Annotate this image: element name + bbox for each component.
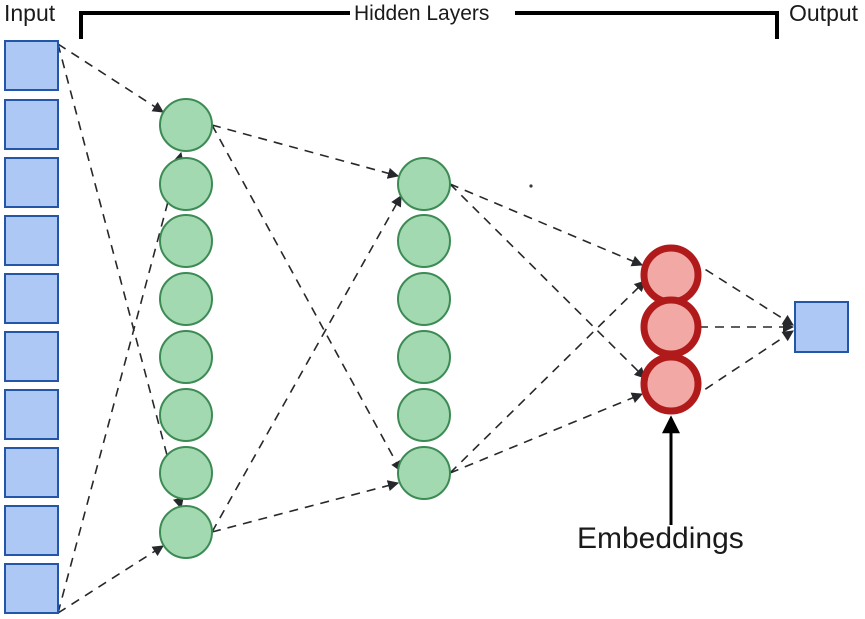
- input-layer: [4, 40, 59, 614]
- input-node[interactable]: [4, 505, 59, 556]
- input-node[interactable]: [4, 273, 59, 324]
- edge: [449, 392, 644, 474]
- edges-input-to-hidden1: [57, 43, 184, 614]
- output-layer: [794, 301, 849, 353]
- output-node[interactable]: [794, 301, 849, 353]
- input-node[interactable]: [4, 40, 59, 91]
- hidden-node[interactable]: [159, 157, 213, 211]
- hidden-layer-1: [159, 98, 213, 559]
- edge: [691, 260, 794, 326]
- bracket-right-segment: [515, 11, 779, 39]
- edge: [211, 195, 402, 533]
- hidden-node[interactable]: [159, 98, 213, 152]
- hidden-node[interactable]: [159, 330, 213, 384]
- output-layer-label: Output: [789, 0, 859, 26]
- edge: [449, 280, 646, 474]
- embedding-node[interactable]: [640, 296, 702, 358]
- embedding-node[interactable]: [640, 244, 702, 306]
- hidden-node[interactable]: [159, 388, 213, 442]
- hidden-node[interactable]: [397, 330, 451, 384]
- edges-hidden2-to-embeddings: [449, 183, 646, 474]
- input-node[interactable]: [4, 215, 59, 266]
- embedding-layer: [640, 244, 702, 415]
- embeddings-label: Embeddings: [577, 522, 744, 555]
- stray-dot-mark: [529, 184, 533, 188]
- input-node[interactable]: [4, 99, 59, 150]
- input-node[interactable]: [4, 389, 59, 440]
- edge: [57, 545, 164, 614]
- hidden-node[interactable]: [159, 446, 213, 500]
- hidden-node[interactable]: [159, 505, 213, 559]
- input-node[interactable]: [4, 563, 59, 614]
- input-node[interactable]: [4, 157, 59, 208]
- hidden-node[interactable]: [397, 214, 451, 268]
- edges-embeddings-to-output: [691, 260, 795, 399]
- edges-hidden1-to-hidden2: [211, 124, 402, 533]
- hidden-node[interactable]: [397, 157, 451, 211]
- hidden-node[interactable]: [397, 272, 451, 326]
- edge: [449, 183, 644, 267]
- edge: [211, 124, 400, 179]
- input-node[interactable]: [4, 331, 59, 382]
- edge: [57, 43, 164, 113]
- hidden-node[interactable]: [159, 272, 213, 326]
- input-layer-label: Input: [4, 0, 56, 26]
- input-node[interactable]: [4, 447, 59, 498]
- hidden-layers-label: Hidden Layers: [350, 3, 494, 24]
- embedding-node[interactable]: [640, 353, 702, 415]
- hidden-node[interactable]: [397, 388, 451, 442]
- hidden-layer-2: [397, 157, 451, 500]
- edge: [57, 43, 184, 510]
- bracket-left-segment: [79, 11, 430, 39]
- hidden-node[interactable]: [159, 214, 213, 268]
- hidden-node[interactable]: [397, 446, 451, 500]
- edge: [691, 330, 794, 399]
- edge: [211, 480, 400, 533]
- hidden-layers-bracket: [79, 11, 779, 39]
- edge: [449, 183, 646, 379]
- edge: [211, 124, 402, 472]
